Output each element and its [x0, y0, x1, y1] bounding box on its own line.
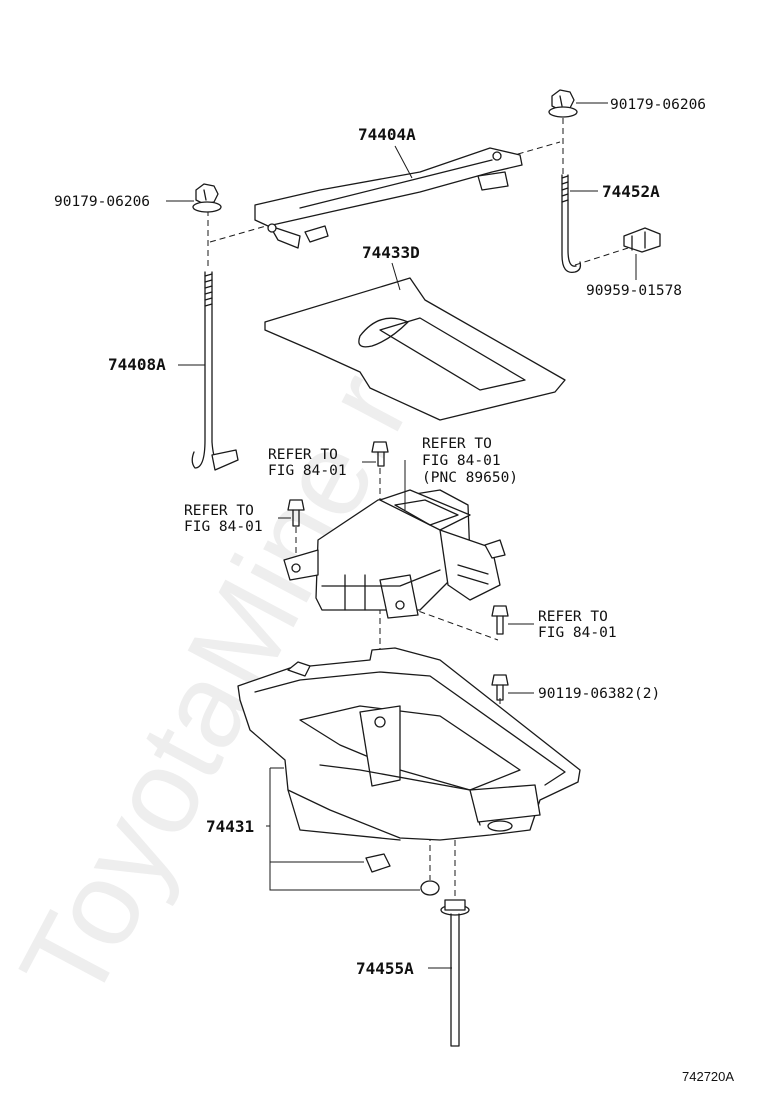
- clip-tray-1: [365, 853, 391, 873]
- bolt-74455a: [440, 899, 470, 1047]
- label-refer-c-line1: REFER TO: [184, 503, 254, 519]
- label-74452a: 74452A: [602, 182, 660, 201]
- label-90119: 90119-06382(2): [538, 686, 660, 702]
- label-74433d: 74433D: [362, 243, 420, 262]
- label-refer-d-line2: FIG 84-01: [538, 625, 617, 641]
- bolt-refer-a: [371, 441, 389, 467]
- figure-number: 742720A: [682, 1069, 734, 1084]
- label-74455a: 74455A: [356, 959, 414, 978]
- airbag-ecu-module: [283, 489, 506, 619]
- label-refer-a-line2: FIG 84-01: [268, 463, 347, 479]
- hook-bolt-74408a: [191, 271, 239, 471]
- label-90179-right: 90179-06206: [610, 97, 706, 113]
- label-74408a: 74408A: [108, 355, 166, 374]
- bolt-refer-c: [287, 499, 305, 527]
- label-refer-a-line1: REFER TO: [268, 447, 338, 463]
- label-90179-left: 90179-06206: [54, 194, 150, 210]
- bracket-74404a: [254, 147, 523, 249]
- bolt-90119: [491, 674, 509, 701]
- clip-tray-2: [420, 880, 440, 896]
- label-74404a: 74404A: [358, 125, 416, 144]
- nut-90179-right: [548, 89, 578, 118]
- label-refer-b-line2: FIG 84-01: [422, 453, 501, 469]
- clip-90959: [623, 227, 661, 253]
- bolt-refer-d: [491, 605, 509, 635]
- cover-74433d: [264, 277, 566, 421]
- label-refer-c-line2: FIG 84-01: [184, 519, 263, 535]
- label-90959: 90959-01578: [586, 283, 682, 299]
- tray-74431: [237, 647, 581, 841]
- nut-90179-left: [192, 183, 222, 213]
- label-74431: 74431: [206, 817, 254, 836]
- label-refer-b-line1: REFER TO: [422, 436, 492, 452]
- label-refer-d-line1: REFER TO: [538, 609, 608, 625]
- label-refer-b-line3: (PNC 89650): [422, 470, 518, 486]
- hook-bolt-74452a: [561, 174, 582, 274]
